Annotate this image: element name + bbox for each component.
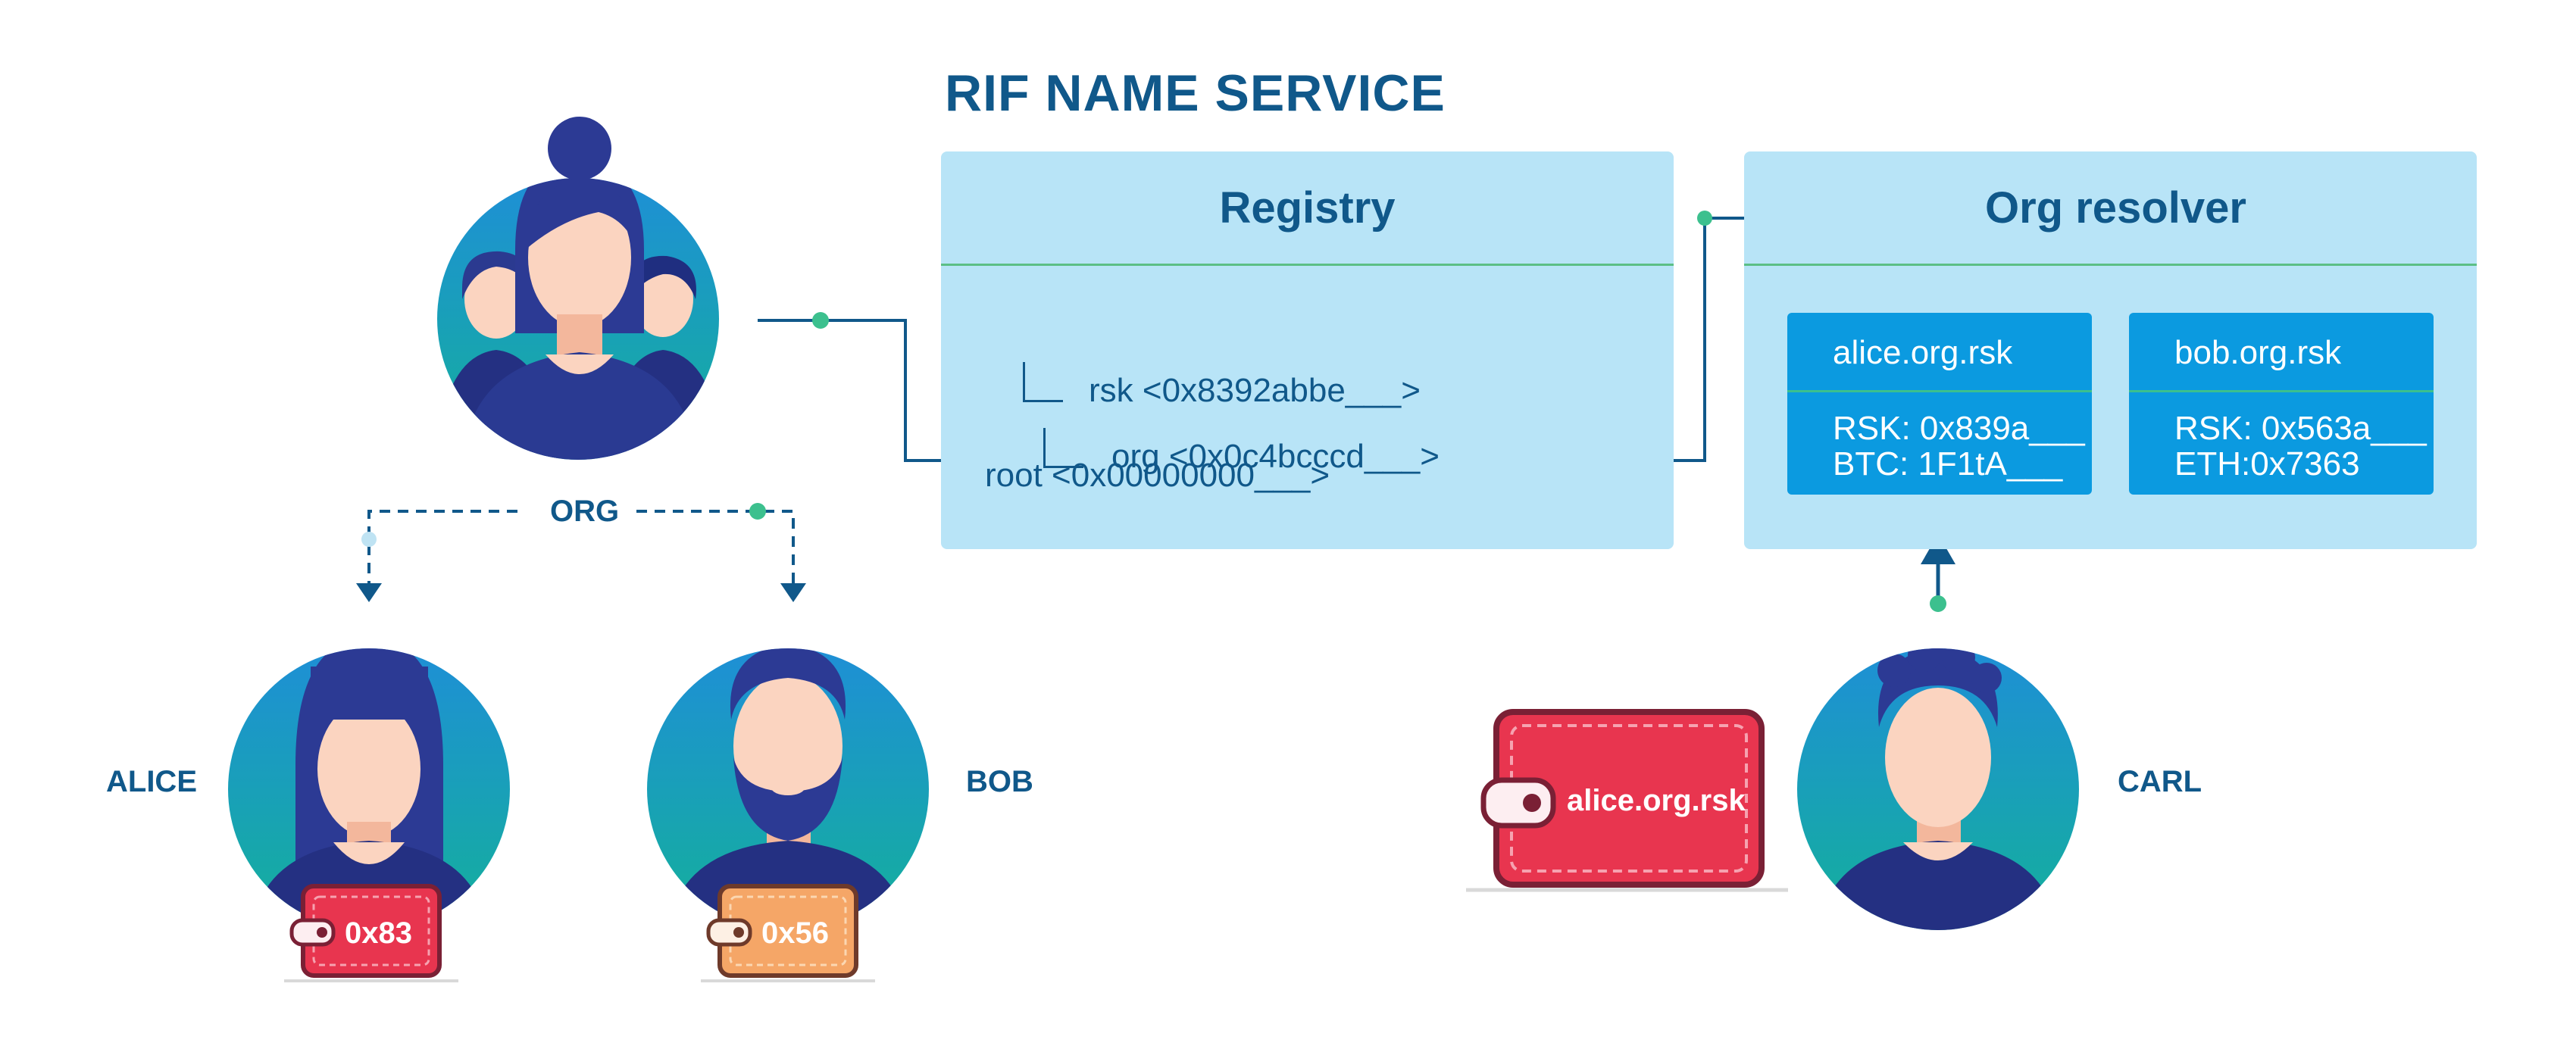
registry-panel: Registry root <0x00000000___> rsk <0x839…	[941, 151, 1674, 549]
org-split-connector	[367, 510, 795, 583]
resolver-panel: Org resolver alice.org.rsk RSK: 0x839a__…	[1744, 151, 2477, 549]
record-line: BTC: 1F1tA___	[1833, 445, 2063, 482]
carl-label: CARL	[2118, 765, 2202, 798]
alice-wallet-label: 0x83	[345, 916, 412, 950]
diagram-title: RIF NAME SERVICE	[945, 64, 1446, 122]
record-name: alice.org.rsk	[1833, 334, 2013, 371]
arrow-to-alice	[356, 583, 382, 602]
registry-entry-rsk: rsk <0x8392abbe___>	[1089, 372, 1421, 409]
record-line: RSK: 0x839a___	[1833, 410, 2085, 447]
alice-label: ALICE	[106, 765, 197, 798]
org-avatar	[437, 117, 719, 460]
alice-avatar	[228, 648, 510, 930]
bob-branch-dot	[749, 503, 766, 520]
arrow-to-bob	[780, 583, 806, 602]
record-card-bob: bob.org.rsk RSK: 0x563a___ ETH:0x7363	[2129, 313, 2434, 495]
registry-entry-org: org <0x0c4bcccd___>	[1111, 438, 1440, 475]
carl-wallet-label: alice.org.rsk	[1567, 784, 1746, 817]
registry-tree-line	[1043, 428, 1083, 468]
registry-entry-root: root <0x00000000___>	[985, 457, 1330, 494]
record-name: bob.org.rsk	[2174, 334, 2342, 371]
carl-query-dot	[1930, 595, 1946, 612]
bob-wallet-label: 0x56	[761, 916, 829, 950]
resolver-connector-dot	[1697, 211, 1712, 226]
alice-branch-dot	[361, 532, 377, 547]
registry-tree-line	[1023, 362, 1063, 402]
bob-wallet-icon	[701, 884, 875, 982]
record-divider	[2129, 390, 2434, 392]
record-line: ETH:0x7363	[2174, 445, 2360, 482]
carl-avatar	[1797, 648, 2079, 930]
record-line: RSK: 0x563a___	[2174, 410, 2427, 447]
record-card-alice: alice.org.rsk RSK: 0x839a___ BTC: 1F1tA_…	[1787, 313, 2092, 495]
resolver-header: Org resolver	[1744, 151, 2477, 266]
carl-wallet-icon	[1466, 709, 1788, 892]
org-label: ORG	[550, 495, 620, 528]
alice-wallet-icon	[284, 884, 458, 982]
registry-header: Registry	[941, 151, 1674, 266]
arrow-to-record	[1921, 534, 1955, 564]
record-divider	[1787, 390, 2092, 392]
bob-label: BOB	[966, 765, 1033, 798]
org-connector-dot	[812, 312, 829, 329]
